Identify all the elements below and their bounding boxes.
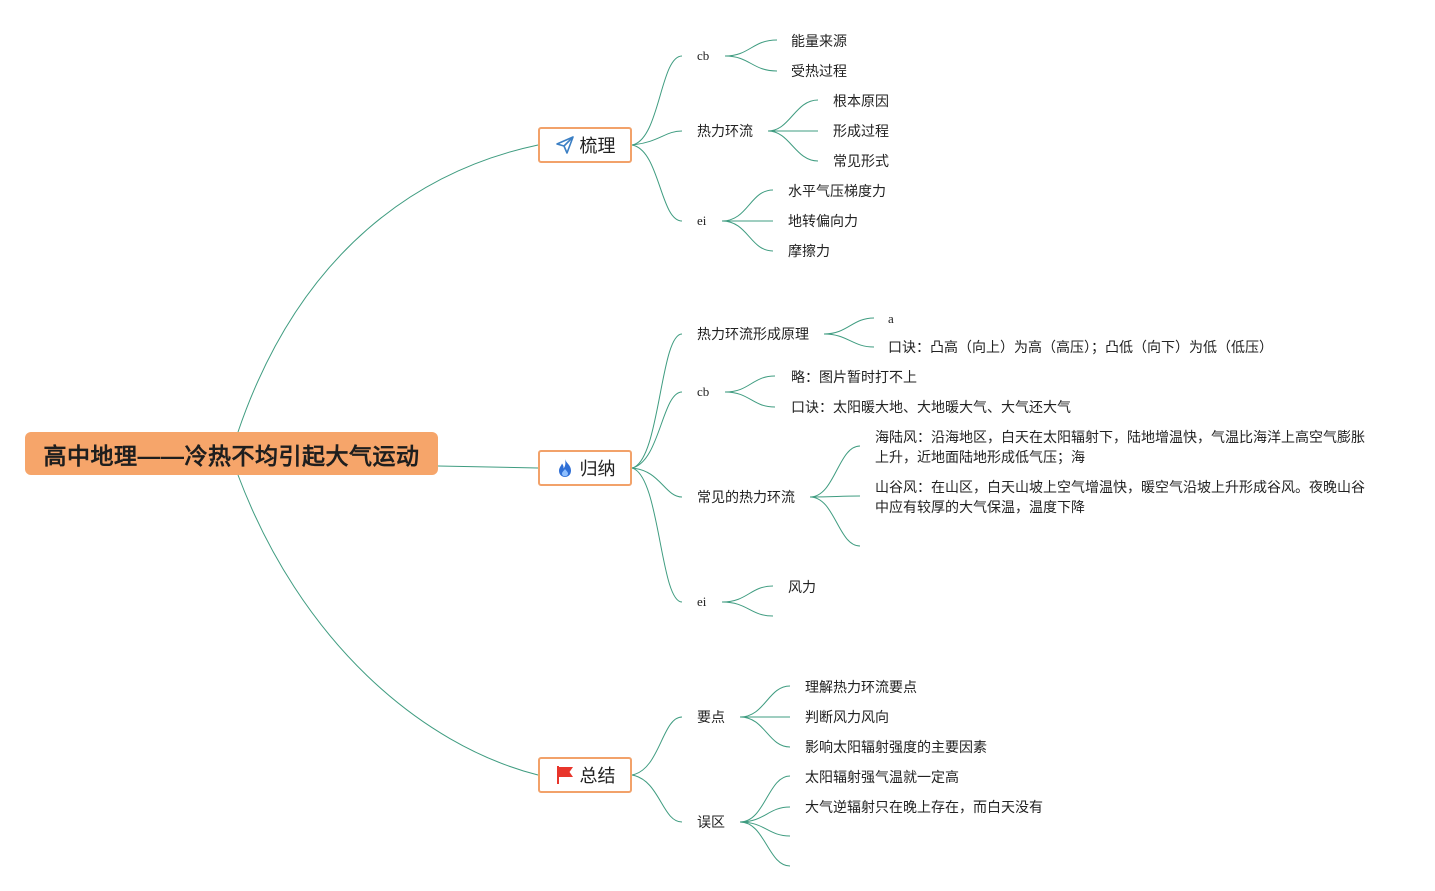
topic-yaodian[interactable]: 要点 bbox=[697, 709, 725, 725]
link-zongjie-wuqu bbox=[631, 774, 683, 823]
link-cb1-a bbox=[724, 39, 778, 57]
paper-plane-icon bbox=[555, 135, 575, 155]
link-root-shuli bbox=[237, 144, 539, 433]
topic-dizhuan-pianxiangli[interactable]: 地转偏向力 bbox=[788, 213, 858, 229]
topic-cb-koujue[interactable]: 口诀：太阳暖大地、大地暖大气、大气还大气 bbox=[791, 399, 1071, 415]
link-ei1-c bbox=[721, 220, 774, 252]
topic-wuqu[interactable]: 误区 bbox=[697, 814, 725, 830]
link-cb2-b bbox=[724, 391, 776, 408]
branch-guina-label: 归纳 bbox=[579, 459, 616, 479]
topic-shoure-guocheng[interactable]: 受热过程 bbox=[791, 63, 847, 79]
branch-zongjie[interactable]: 总结 bbox=[538, 757, 632, 793]
topic-lijie-yaodian[interactable]: 理解热力环流要点 bbox=[805, 679, 917, 695]
link-wuqu-d bbox=[739, 821, 791, 867]
link-ei2-a bbox=[721, 585, 774, 603]
topic-yuanli-koujue[interactable]: 口诀：凸高（向上）为高（高压）；凸低（向下）为低（低压） bbox=[888, 339, 1273, 355]
topic-hailufeng[interactable]: 海陆风：沿海地区，白天在太阳辐射下，陆地增温快，气温比海洋上高空气膨胀上升，近地… bbox=[875, 429, 1365, 465]
link-shuli-ei bbox=[631, 144, 683, 222]
link-zongjie-yaodian bbox=[631, 716, 683, 776]
topic-mocali[interactable]: 摩擦力 bbox=[788, 243, 830, 259]
topic-relihuanliu[interactable]: 热力环流 bbox=[697, 123, 753, 139]
root-topic-label: 高中地理——冷热不均引起大气运动 bbox=[43, 442, 420, 469]
topic-changjian-xingshi[interactable]: 常见形式 bbox=[833, 153, 889, 169]
topic-shuli-ei[interactable]: ei bbox=[697, 213, 707, 228]
link-guina-cb bbox=[631, 391, 683, 469]
link-guina-changjian bbox=[631, 467, 683, 498]
link-guina-ei bbox=[631, 467, 683, 603]
topic-guina-cb[interactable]: cb bbox=[697, 384, 710, 399]
topic-wuqu-2[interactable]: 大气逆辐射只在晚上存在，而白天没有 bbox=[805, 799, 1043, 815]
topic-shuli-cb[interactable]: cb bbox=[697, 48, 710, 63]
branch-zongjie-label: 总结 bbox=[579, 766, 616, 786]
link-wuqu-c bbox=[739, 821, 791, 837]
link-changjian-b bbox=[809, 495, 861, 498]
link-shuli-relihuanliu bbox=[631, 130, 683, 146]
branch-guina[interactable]: 归纳 bbox=[538, 450, 632, 486]
topic-changjian-relihuanliu[interactable]: 常见的热力环流 bbox=[697, 489, 795, 505]
topic-xingcheng-guocheng[interactable]: 形成过程 bbox=[833, 123, 889, 139]
topic-yuanli-a[interactable]: a bbox=[888, 311, 894, 326]
link-wuqu-a bbox=[739, 775, 791, 823]
link-yuanli-b bbox=[823, 333, 875, 348]
topic-shangufeng[interactable]: 山谷风：在山区，白天山坡上空气增温快，暖空气沿坡上升形成谷风。夜晚山谷中应有较厚… bbox=[875, 479, 1365, 515]
topic-fengli[interactable]: 风力 bbox=[788, 579, 816, 595]
link-rlhl-a bbox=[767, 99, 819, 132]
link-ei1-a bbox=[721, 189, 774, 222]
link-cb1-b bbox=[724, 55, 778, 72]
link-changjian-c bbox=[809, 496, 861, 547]
link-ei2-b bbox=[721, 601, 774, 617]
link-changjian-a bbox=[809, 445, 861, 498]
link-cb2-a bbox=[724, 375, 776, 393]
topic-yingxiang-yinsu[interactable]: 影响太阳辐射强度的主要因素 bbox=[805, 739, 987, 755]
link-yuanli-a bbox=[823, 317, 875, 335]
link-root-zongjie bbox=[237, 474, 539, 776]
topic-wuqu-1[interactable]: 太阳辐射强气温就一定高 bbox=[805, 769, 959, 785]
topic-shuiping-qiya[interactable]: 水平气压梯度力 bbox=[788, 183, 886, 199]
topic-panduan-fengxiang[interactable]: 判断风力风向 bbox=[805, 709, 889, 725]
branch-shuli[interactable]: 梳理 bbox=[538, 127, 632, 163]
flag-icon bbox=[555, 765, 575, 785]
branch-shuli-label: 梳理 bbox=[579, 136, 616, 156]
link-yaodian-c bbox=[739, 716, 791, 748]
link-guina-yuanli bbox=[631, 333, 683, 469]
flame-icon bbox=[555, 458, 575, 478]
topic-relihuanliu-yuanli[interactable]: 热力环流形成原理 bbox=[697, 326, 809, 342]
topic-nengliang-laiyuan[interactable]: 能量来源 bbox=[791, 33, 847, 49]
link-shuli-cb bbox=[631, 55, 683, 146]
root-topic[interactable]: 高中地理——冷热不均引起大气运动 bbox=[25, 432, 438, 475]
topic-genben-yuanyin[interactable]: 根本原因 bbox=[833, 93, 889, 109]
link-root-guina bbox=[437, 465, 539, 469]
link-wuqu-b bbox=[739, 806, 791, 823]
link-yaodian-a bbox=[739, 685, 791, 718]
topic-guina-ei[interactable]: ei bbox=[697, 594, 707, 609]
topic-tupian-zanshi[interactable]: 略：图片暂时打不上 bbox=[791, 369, 917, 385]
link-rlhl-c bbox=[767, 130, 819, 162]
